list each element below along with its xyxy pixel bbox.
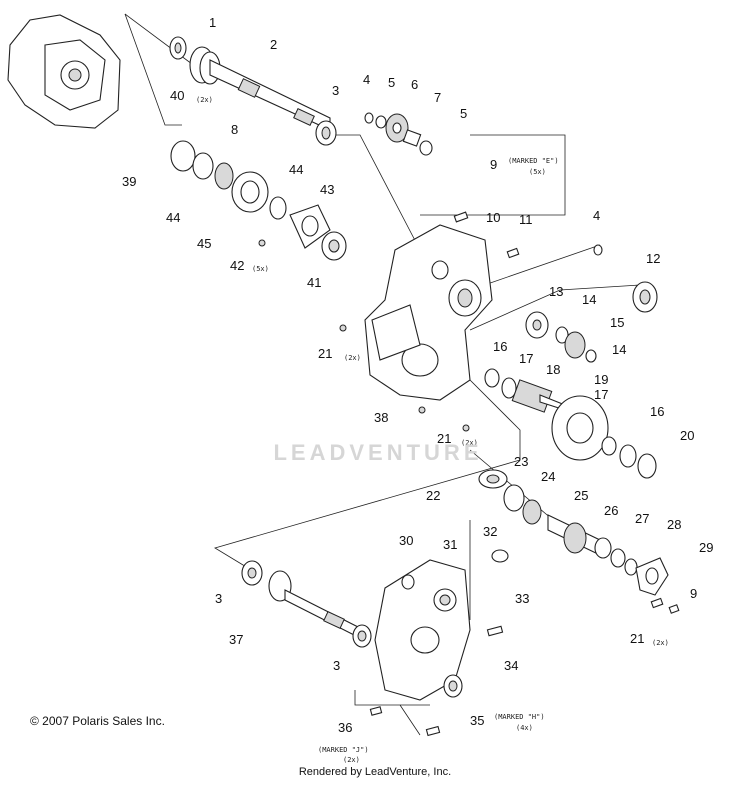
note-9-marked: (MARKED "E") — [508, 157, 559, 165]
callout-22: 22 — [426, 488, 440, 503]
note-42-qty: (5x) — [252, 265, 269, 273]
callout-9b: 9 — [690, 586, 697, 601]
callout-21c: 21 — [630, 631, 644, 646]
lower-case-cover — [369, 549, 509, 737]
callout-17: 17 — [519, 351, 533, 366]
note-35-qty: (4x) — [516, 724, 533, 732]
callout-38: 38 — [374, 410, 388, 425]
countershaft-gear-stack — [484, 311, 657, 479]
callout-5: 5 — [388, 75, 395, 90]
callout-3b: 3 — [215, 591, 222, 606]
input-shaft-assembly — [169, 36, 337, 146]
callout-16b: 16 — [650, 404, 664, 419]
callout-37: 37 — [229, 632, 243, 647]
note-36-qty: (2x) — [343, 756, 360, 764]
callout-1: 1 — [209, 15, 216, 30]
callout-29: 29 — [699, 540, 713, 555]
callout-32: 32 — [483, 524, 497, 539]
note-21a-qty: (2x) — [344, 354, 361, 362]
note-40-qty: (2x) — [196, 96, 213, 104]
guide-lines — [124, 13, 641, 736]
callout-20: 20 — [680, 428, 694, 443]
callout-2: 2 — [270, 37, 277, 52]
callout-28: 28 — [667, 517, 681, 532]
callout-18: 18 — [546, 362, 560, 377]
callout-12: 12 — [646, 251, 660, 266]
shift-drum-assembly — [170, 140, 347, 261]
callout-36: 36 — [338, 720, 352, 735]
callout-6: 6 — [411, 77, 418, 92]
callout-41: 41 — [307, 275, 321, 290]
callout-11: 11 — [519, 212, 533, 227]
callout-44: 44 — [166, 210, 180, 225]
rendered-by-credit: Rendered by LeadVenture, Inc. — [298, 766, 452, 778]
callout-16: 16 — [493, 339, 507, 354]
callout-42: 42 — [230, 258, 244, 273]
callout-35: 35 — [470, 713, 484, 728]
callout-17b: 17 — [594, 387, 608, 402]
idler-gear-set — [364, 112, 433, 156]
callout-21a: 21 — [318, 346, 332, 361]
callout-34: 34 — [504, 658, 518, 673]
case-fasteners — [339, 211, 658, 432]
callout-14: 14 — [582, 292, 596, 307]
callout-10: 10 — [486, 210, 500, 225]
callout-9: 9 — [490, 157, 497, 172]
callout-3c: 3 — [333, 658, 340, 673]
callout-8: 8 — [231, 122, 238, 137]
callout-5b: 5 — [460, 106, 467, 121]
callout-14b: 14 — [612, 342, 626, 357]
copyright-notice: © 2007 Polaris Sales Inc. — [30, 714, 165, 728]
callout-21b: 21 — [437, 431, 451, 446]
note-35-marked: (MARKED "H") — [494, 713, 545, 721]
note-36-marked: (MARKED "J") — [318, 746, 369, 754]
main-transmission-case — [364, 224, 493, 401]
callout-40: 40 — [170, 88, 184, 103]
callout-23: 23 — [514, 454, 528, 469]
callout-33: 33 — [515, 591, 529, 606]
note-9-qty: (5x) — [529, 168, 546, 176]
callout-31: 31 — [443, 537, 457, 552]
callout-numbers: 1 2 3 4 5 6 7 5 8 9 10 11 4 12 13 14 15 … — [122, 15, 713, 735]
callout-45: 45 — [197, 236, 211, 251]
callout-30: 30 — [399, 533, 413, 548]
callout-7: 7 — [434, 90, 441, 105]
note-21b-qty: (2x) — [461, 439, 478, 447]
watermark: LEADVENTURE — [273, 440, 483, 465]
lower-output-shaft — [241, 560, 372, 648]
callout-19: 19 — [594, 372, 608, 387]
callout-27: 27 — [635, 511, 649, 526]
gearcase-housing-outline — [7, 14, 121, 129]
callout-25: 25 — [574, 488, 588, 503]
callout-24: 24 — [541, 469, 555, 484]
quantity-notes: (2x) (MARKED "E") (5x) (5x) (2x) (2x) (2… — [196, 96, 669, 764]
output-gear-stack — [478, 469, 680, 614]
callout-44b: 44 — [289, 162, 303, 177]
callout-3: 3 — [332, 83, 339, 98]
note-21c-qty: (2x) — [652, 639, 669, 647]
callout-39: 39 — [122, 174, 136, 189]
callout-13: 13 — [549, 284, 563, 299]
callout-4: 4 — [363, 72, 370, 87]
callout-15: 15 — [610, 315, 624, 330]
callout-4b: 4 — [593, 208, 600, 223]
callout-43: 43 — [320, 182, 334, 197]
callout-26: 26 — [604, 503, 618, 518]
